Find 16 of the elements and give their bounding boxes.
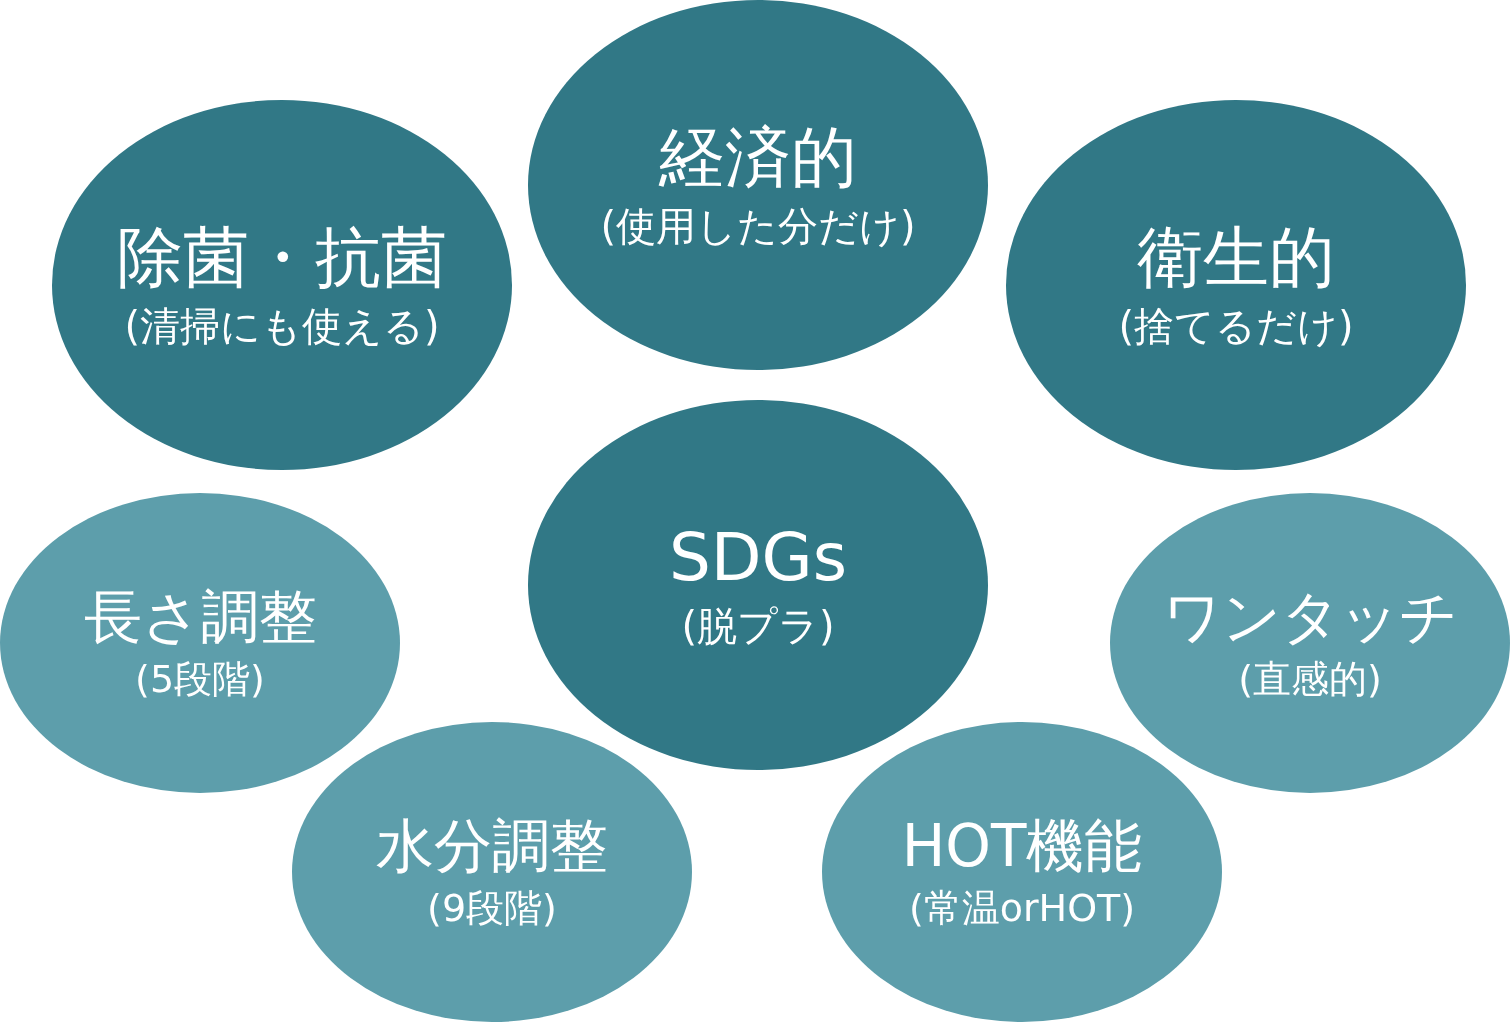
feature-note: (捨てるだけ) bbox=[1118, 301, 1354, 350]
feature-note: (清掃にも使える) bbox=[124, 301, 440, 350]
feature-title: 水分調整 bbox=[376, 812, 608, 880]
feature-note: (使用した分だけ) bbox=[600, 201, 916, 250]
feature-title: SDGs bbox=[668, 520, 848, 596]
feature-title: 長さ調整 bbox=[83, 583, 317, 651]
feature-title: 経済的 bbox=[659, 120, 857, 196]
feature-title: 除菌・抗菌 bbox=[117, 220, 447, 296]
feature-title: 衛生的 bbox=[1137, 220, 1335, 296]
feature-note: (常温orHOT) bbox=[908, 885, 1136, 932]
feature-note: (脱プラ) bbox=[681, 601, 835, 650]
feature-note: (直感的) bbox=[1238, 656, 1382, 703]
feature-title: ワンタッチ bbox=[1162, 583, 1458, 651]
feature-note: (5段階) bbox=[135, 656, 265, 703]
feature-note: (9段階) bbox=[427, 885, 557, 932]
feature-title: HOT機能 bbox=[901, 812, 1143, 880]
